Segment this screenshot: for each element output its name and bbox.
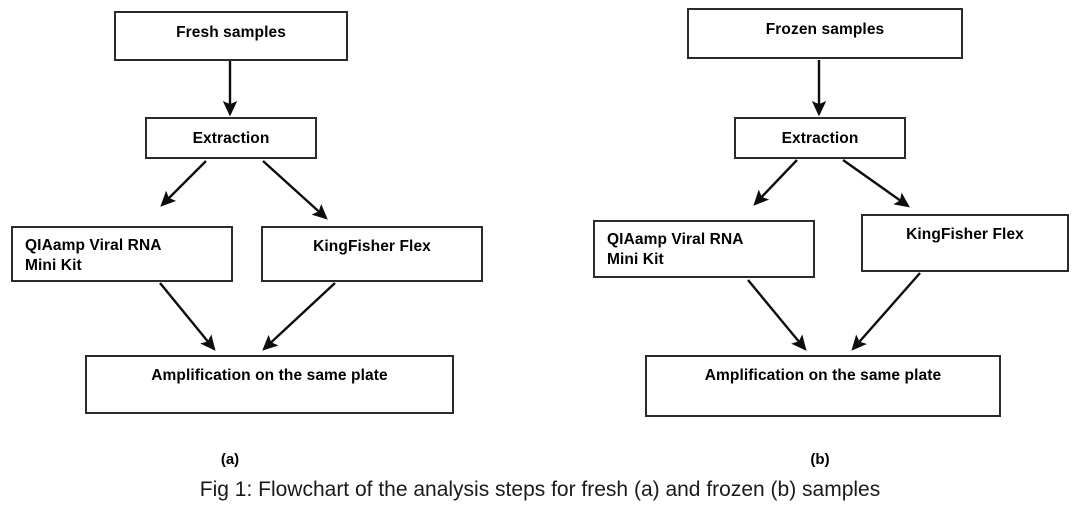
- node-extraction-a: Extraction: [145, 117, 317, 159]
- node-qiaamp-viral-rna-mini-kit-b: QIAamp Viral RNA Mini Kit: [593, 220, 815, 278]
- node-qiaamp-a-label: QIAamp Viral RNA Mini Kit: [25, 237, 162, 275]
- node-amplification-a-label: Amplification on the same plate: [151, 367, 388, 384]
- node-qiaamp-viral-rna-mini-kit-a: QIAamp Viral RNA Mini Kit: [11, 226, 233, 282]
- node-extraction-a-label: Extraction: [192, 130, 270, 147]
- arrow-extraction-to-kingfisher-a: [262, 160, 328, 220]
- node-kingfisher-a-label: KingFisher Flex: [313, 238, 431, 255]
- panel-label-a: (a): [220, 451, 240, 468]
- node-qiaamp-b-label: QIAamp Viral RNA Mini Kit: [607, 231, 744, 269]
- panel-label-b: (b): [810, 451, 830, 468]
- node-frozen-samples-label: Frozen samples: [765, 21, 885, 38]
- node-amplification-b: Amplification on the same plate: [645, 355, 1001, 417]
- node-fresh-samples: Fresh samples: [114, 11, 348, 61]
- arrow-qiaamp-to-amplification-a: [159, 282, 216, 351]
- arrow-extraction-to-qiaamp-b: [753, 159, 798, 206]
- node-fresh-samples-label: Fresh samples: [176, 24, 286, 41]
- arrow-extraction-to-qiaamp-a: [160, 160, 207, 207]
- node-extraction-b: Extraction: [734, 117, 906, 159]
- figure-caption: Fig 1: Flowchart of the analysis steps f…: [199, 478, 881, 501]
- arrow-qiaamp-to-amplification-b: [747, 279, 807, 351]
- node-amplification-b-label: Amplification on the same plate: [704, 367, 942, 384]
- arrow-kingfisher-to-amplification-b: [851, 272, 921, 351]
- arrow-kingfisher-to-amplification-a: [262, 282, 336, 351]
- node-amplification-a: Amplification on the same plate: [85, 355, 454, 414]
- node-frozen-samples: Frozen samples: [687, 8, 963, 59]
- node-kingfisher-flex-a: KingFisher Flex: [261, 226, 483, 282]
- node-kingfisher-b-label: KingFisher Flex: [906, 226, 1024, 243]
- node-kingfisher-flex-b: KingFisher Flex: [861, 214, 1069, 272]
- arrow-extraction-to-kingfisher-b: [842, 159, 910, 208]
- node-extraction-b-label: Extraction: [781, 130, 859, 147]
